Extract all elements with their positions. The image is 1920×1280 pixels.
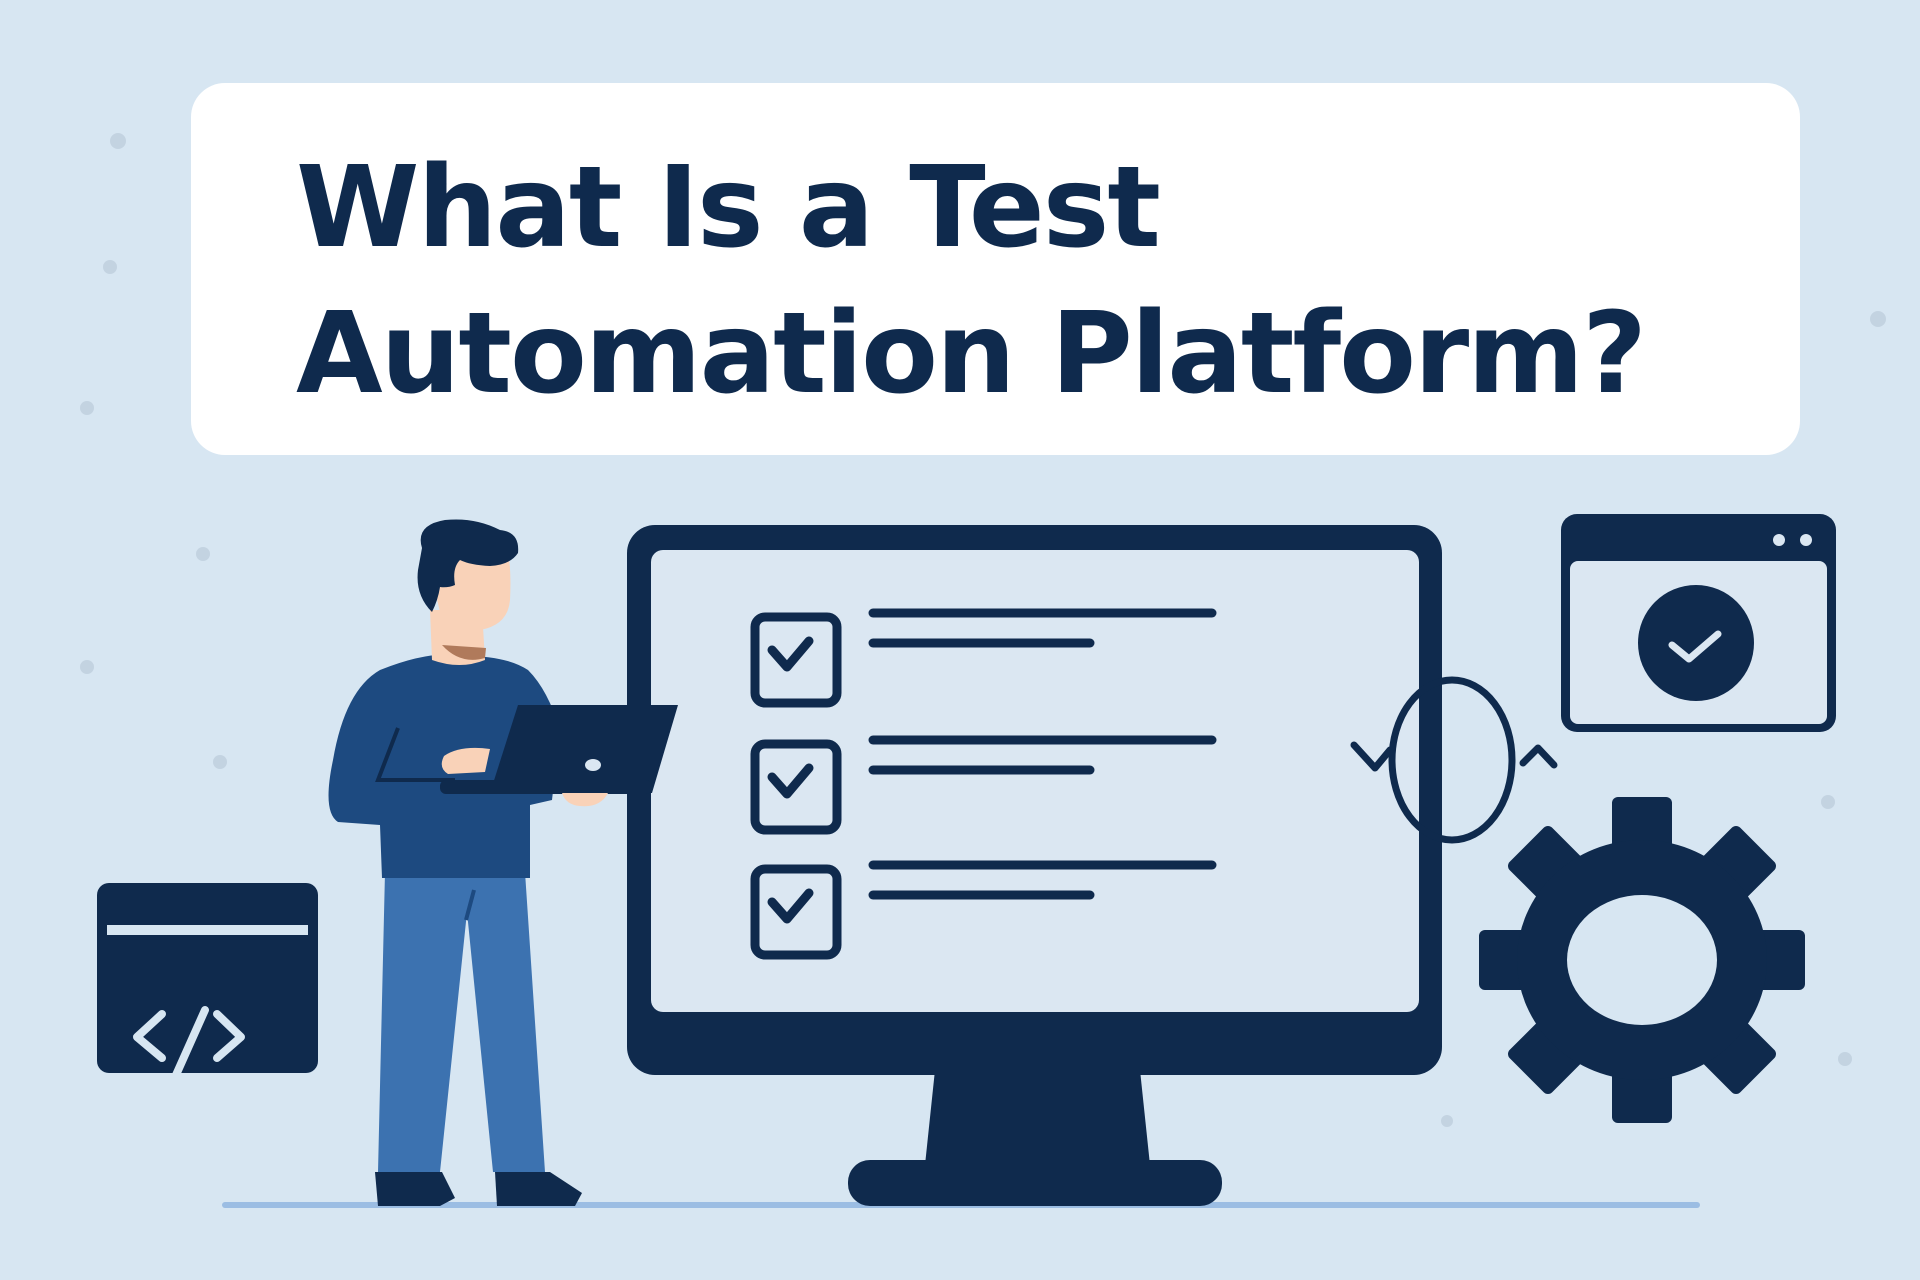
window-dot-icon	[1773, 534, 1785, 546]
background-dot	[80, 660, 94, 674]
checkbox-checked-icon	[750, 864, 842, 960]
background-dot	[103, 260, 117, 274]
background-dot	[196, 547, 210, 561]
person-figure	[328, 519, 678, 1206]
checklist	[750, 608, 1217, 960]
window-dot-icon	[1800, 534, 1812, 546]
background-dot	[110, 133, 126, 149]
title-line-2: Automation Platform?	[296, 289, 1647, 419]
title-card: What Is a Test Automation Platform?	[191, 83, 1800, 455]
checkbox-checked-icon	[750, 612, 842, 708]
background-dot	[1441, 1115, 1453, 1127]
title-line-1: What Is a Test	[296, 143, 1161, 273]
monitor-icon	[627, 525, 1442, 1206]
checklist-item	[750, 608, 1217, 708]
sync-arrows-icon	[1350, 676, 1558, 844]
background-dot	[1838, 1052, 1852, 1066]
background-dot	[213, 755, 227, 769]
browser-check-icon	[1561, 514, 1836, 732]
background-dot	[1821, 795, 1835, 809]
code-window-icon	[97, 883, 318, 1079]
checkbox-checked-icon	[750, 739, 842, 835]
background-dot	[1870, 311, 1886, 327]
checklist-item	[750, 735, 1217, 835]
gear-icon	[1479, 797, 1805, 1123]
checklist-item	[750, 860, 1217, 960]
page-title: What Is a Test Automation Platform?	[296, 135, 1647, 427]
background-dot	[80, 401, 94, 415]
